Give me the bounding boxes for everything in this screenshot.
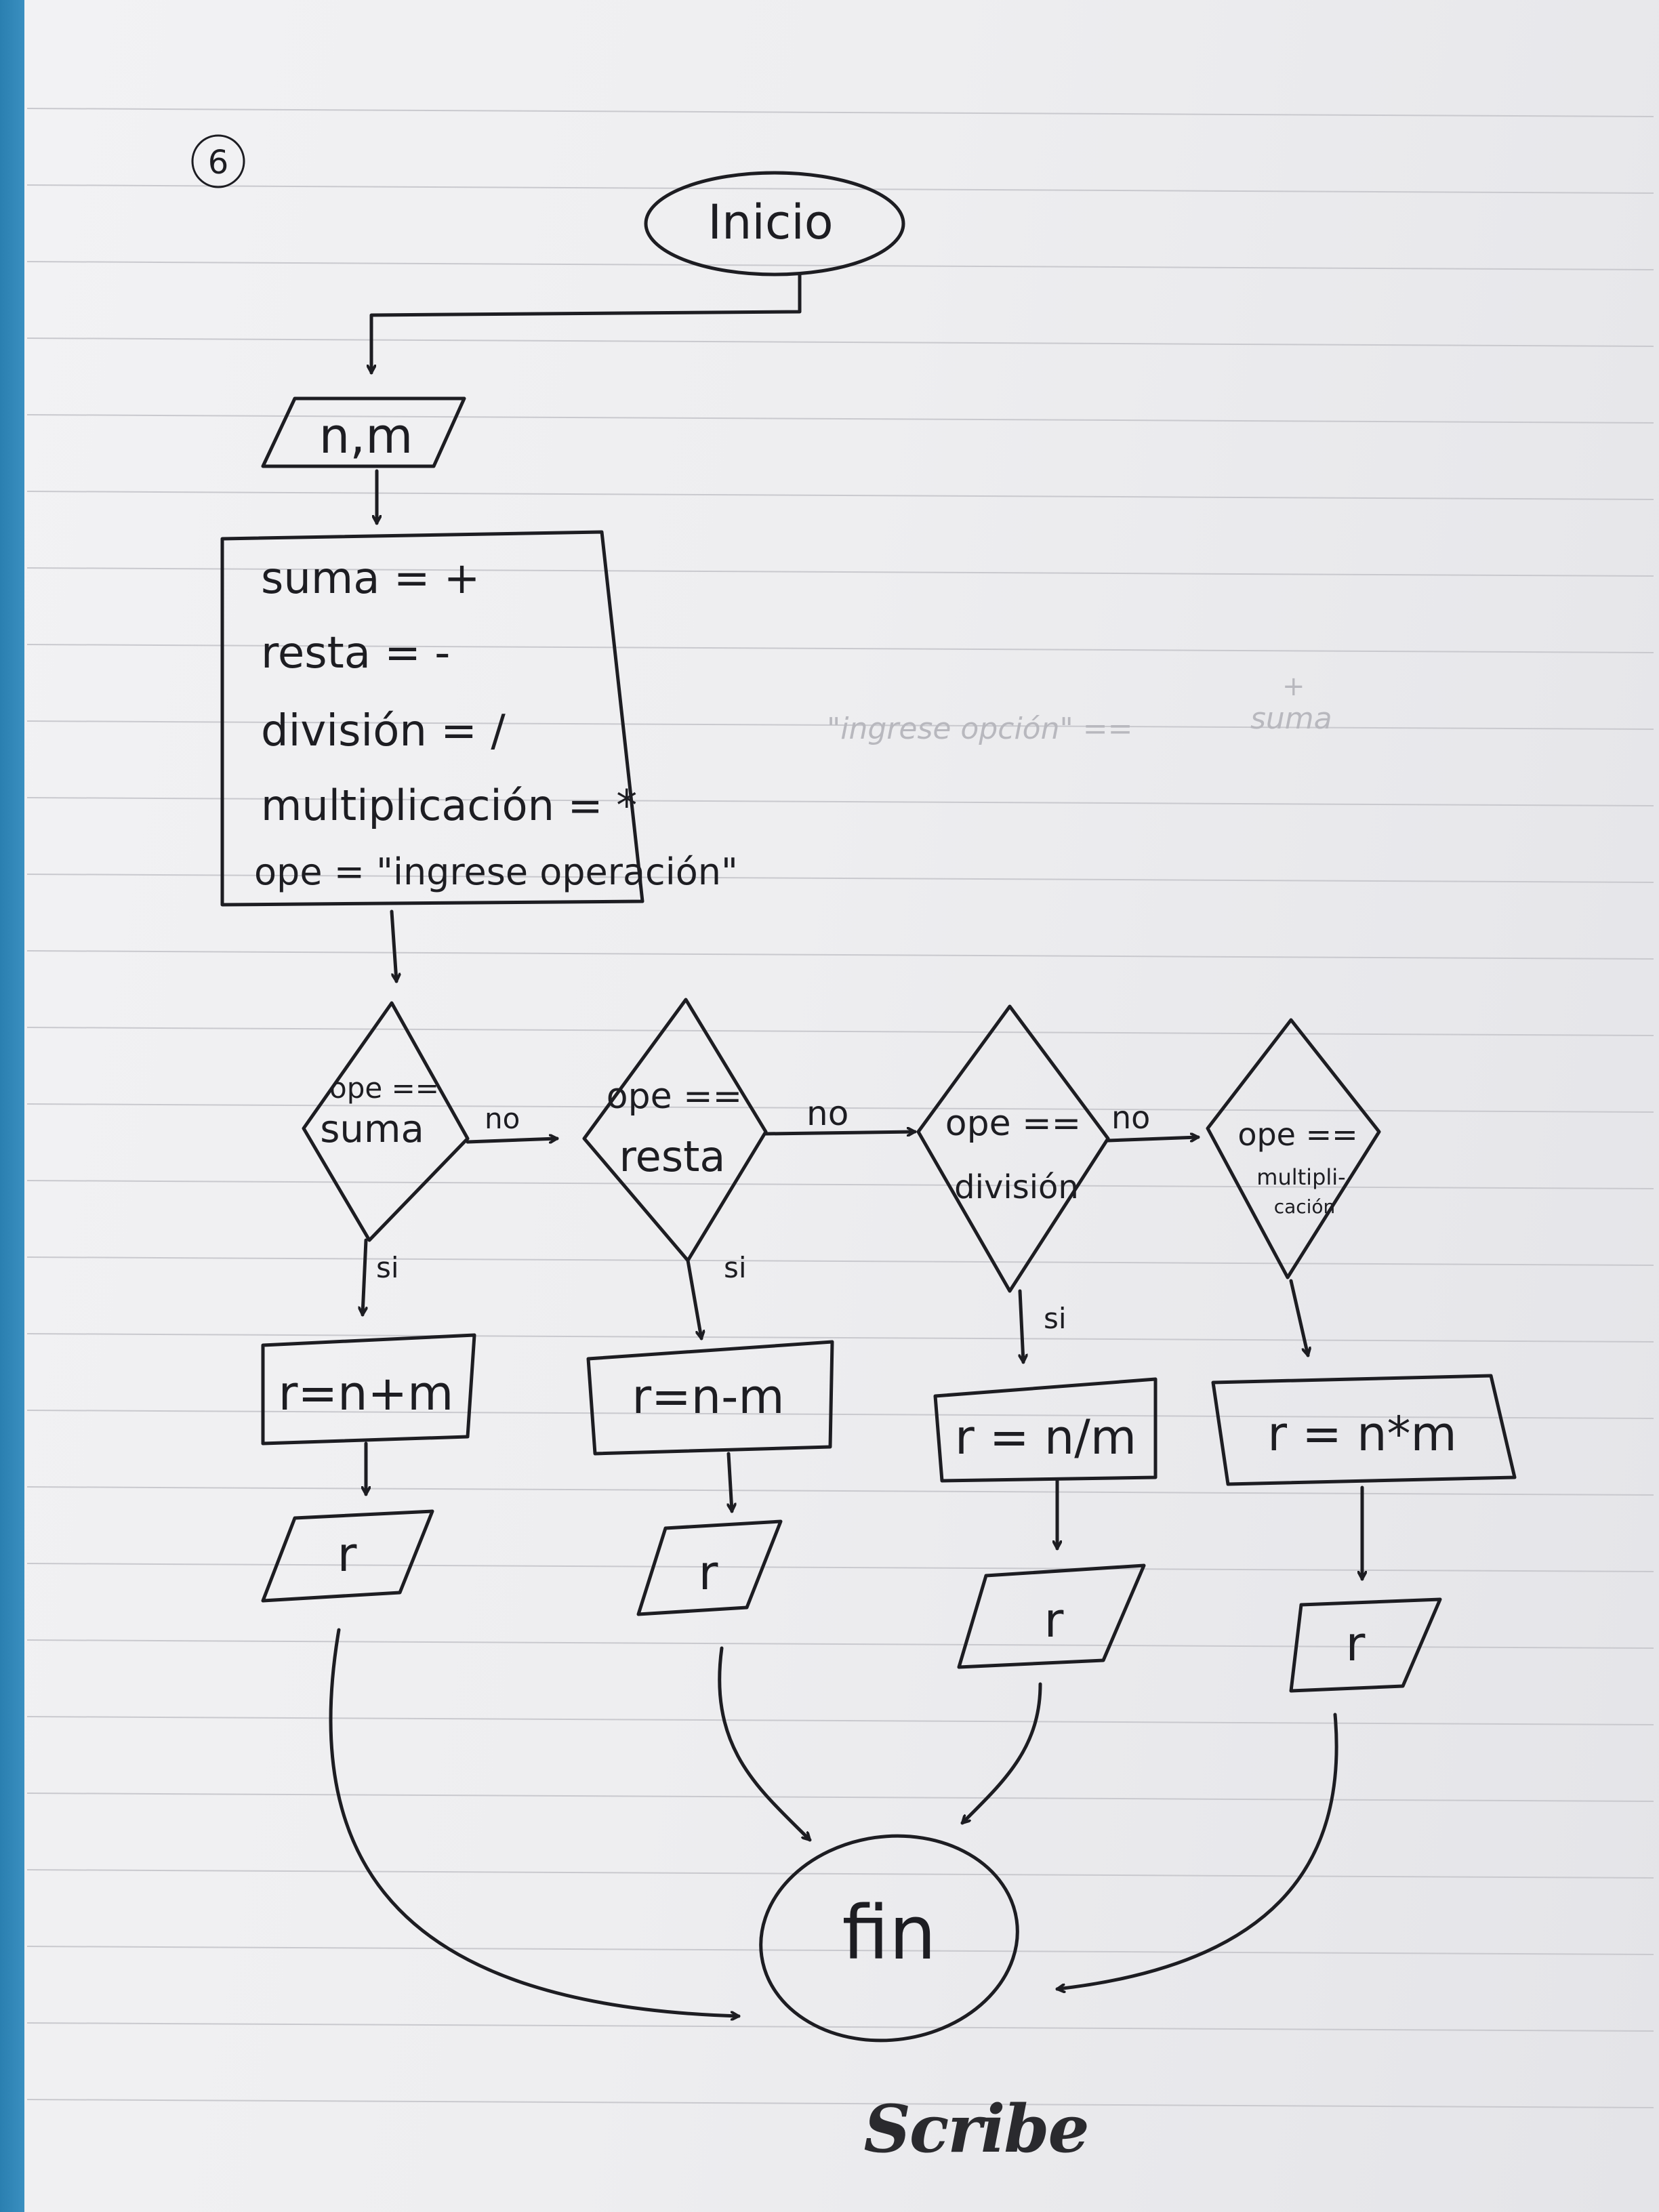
- rule-line: [26, 1946, 1654, 1955]
- rule-line: [26, 184, 1654, 194]
- input-label: n,m: [319, 407, 413, 464]
- side-note-suma: suma: [1250, 701, 1332, 736]
- decision-1-line1: ope ==: [329, 1071, 439, 1105]
- rule-line: [26, 2099, 1654, 2108]
- no-label-3: no: [1111, 1099, 1150, 1136]
- rule-line: [26, 1639, 1654, 1649]
- ruled-lines: [26, 108, 1654, 2108]
- arrow-no-2: [764, 1132, 917, 1134]
- rule-line: [26, 1793, 1654, 1802]
- si-label-2: si: [724, 1251, 747, 1284]
- arrow-no-3: [1106, 1137, 1200, 1143]
- no-label-1: no: [485, 1102, 520, 1135]
- process-4-label: r = n*m: [1267, 1406, 1457, 1462]
- page-number-text: 6: [208, 144, 229, 182]
- rule-line: [26, 491, 1654, 500]
- rule-line: [26, 1410, 1654, 1419]
- side-note-text: "ingrese opción" ==: [827, 712, 1132, 746]
- rule-line: [26, 108, 1654, 117]
- rule-line: [26, 720, 1654, 730]
- rule-line: [26, 1563, 1654, 1572]
- rule-line: [26, 414, 1654, 424]
- process-1-label: r=n+m: [279, 1366, 454, 1421]
- arrow-out2-to-fin: [718, 1646, 810, 1840]
- process-resta: r=n-m: [586, 1340, 834, 1456]
- process-division: r = n/m: [933, 1377, 1158, 1483]
- si-label-1: si: [376, 1251, 399, 1284]
- decision-division: ope == división: [916, 1004, 1110, 1293]
- notebook-binding-edge: [0, 0, 24, 2212]
- arrow-si-4: [1289, 1279, 1308, 1355]
- rule-line: [26, 2022, 1654, 2032]
- output-4-label: r: [1346, 1616, 1366, 1672]
- assignment-line: suma = +: [261, 554, 480, 604]
- assignment-line: multiplicación = *: [261, 781, 637, 830]
- start-label: Inicio: [708, 194, 833, 250]
- decision-multiplicacion: ope == multipli- cación: [1206, 1018, 1381, 1279]
- rule-line: [26, 1333, 1654, 1343]
- si-label-3: si: [1044, 1302, 1067, 1335]
- rule-line: [26, 874, 1654, 883]
- rule-line: [26, 1256, 1654, 1266]
- end-label: fin: [842, 1889, 936, 1976]
- output-2: r: [636, 1519, 783, 1616]
- output-4: r: [1289, 1597, 1442, 1693]
- end-terminal: fin: [759, 1834, 1019, 2043]
- input-node: n,m: [261, 396, 466, 468]
- arrow-no-1: [466, 1139, 559, 1144]
- assignment-box: suma = + resta = - división = / multipli…: [220, 530, 738, 907]
- rule-line: [26, 1027, 1654, 1036]
- page-number: 6: [191, 134, 245, 188]
- rule-line: [26, 797, 1654, 806]
- rule-line: [26, 644, 1654, 653]
- arrow-si-2: [686, 1258, 701, 1338]
- rule-line: [26, 950, 1654, 960]
- start-terminal: Inicio: [644, 171, 905, 276]
- output-1: r: [261, 1509, 434, 1603]
- side-note: "ingrese opción" == + suma: [827, 671, 1332, 746]
- assignment-line: ope = "ingrese operación": [254, 851, 738, 893]
- rule-line: [26, 1486, 1654, 1496]
- output-3: r: [957, 1563, 1146, 1669]
- brand-logo: Scribe: [863, 2091, 1089, 2167]
- rule-line: [26, 337, 1654, 347]
- rule-line: [26, 567, 1654, 577]
- rule-line: [26, 1103, 1654, 1113]
- arrow-out4-to-fin: [1057, 1713, 1338, 1989]
- no-label-2: no: [806, 1094, 848, 1133]
- arrow-assign-to-decision-1: [390, 909, 396, 983]
- process-multiplicacion: r = n*m: [1211, 1374, 1517, 1486]
- process-3-label: r = n/m: [955, 1410, 1136, 1465]
- decision-4-line3: cación: [1274, 1195, 1336, 1218]
- arrow-out3-to-fin: [962, 1682, 1042, 1823]
- side-note-plus: +: [1282, 671, 1305, 702]
- arrow-si-3: [1020, 1289, 1023, 1364]
- decision-3-line2: división: [954, 1168, 1079, 1206]
- arrow-si-1: [363, 1238, 366, 1317]
- rule-line: [26, 1180, 1654, 1189]
- decision-4-line1: ope ==: [1237, 1116, 1357, 1153]
- arrow-start-to-input: [371, 272, 802, 375]
- decision-3-line1: ope ==: [945, 1103, 1081, 1144]
- process-2-label: r=n-m: [632, 1369, 784, 1425]
- decision-2-line2: resta: [619, 1132, 726, 1181]
- rule-line: [26, 1869, 1654, 1879]
- arrow-proc-to-out-2: [729, 1452, 732, 1513]
- process-suma: r=n+m: [261, 1333, 476, 1446]
- assignment-line: división = /: [261, 706, 506, 756]
- rule-line: [26, 1716, 1654, 1725]
- output-1-label: r: [337, 1527, 357, 1582]
- decision-2-line1: ope ==: [607, 1076, 742, 1117]
- output-2-label: r: [699, 1545, 718, 1601]
- output-3-label: r: [1044, 1593, 1064, 1648]
- arrow-out1-to-fin: [329, 1628, 741, 2016]
- decision-resta: ope == resta: [582, 998, 768, 1263]
- decision-4-line2: multipli-: [1256, 1164, 1345, 1190]
- assignment-line: resta = -: [261, 628, 450, 678]
- decision-1-line2: suma: [320, 1107, 424, 1151]
- decision-suma: ope == suma: [302, 1001, 470, 1242]
